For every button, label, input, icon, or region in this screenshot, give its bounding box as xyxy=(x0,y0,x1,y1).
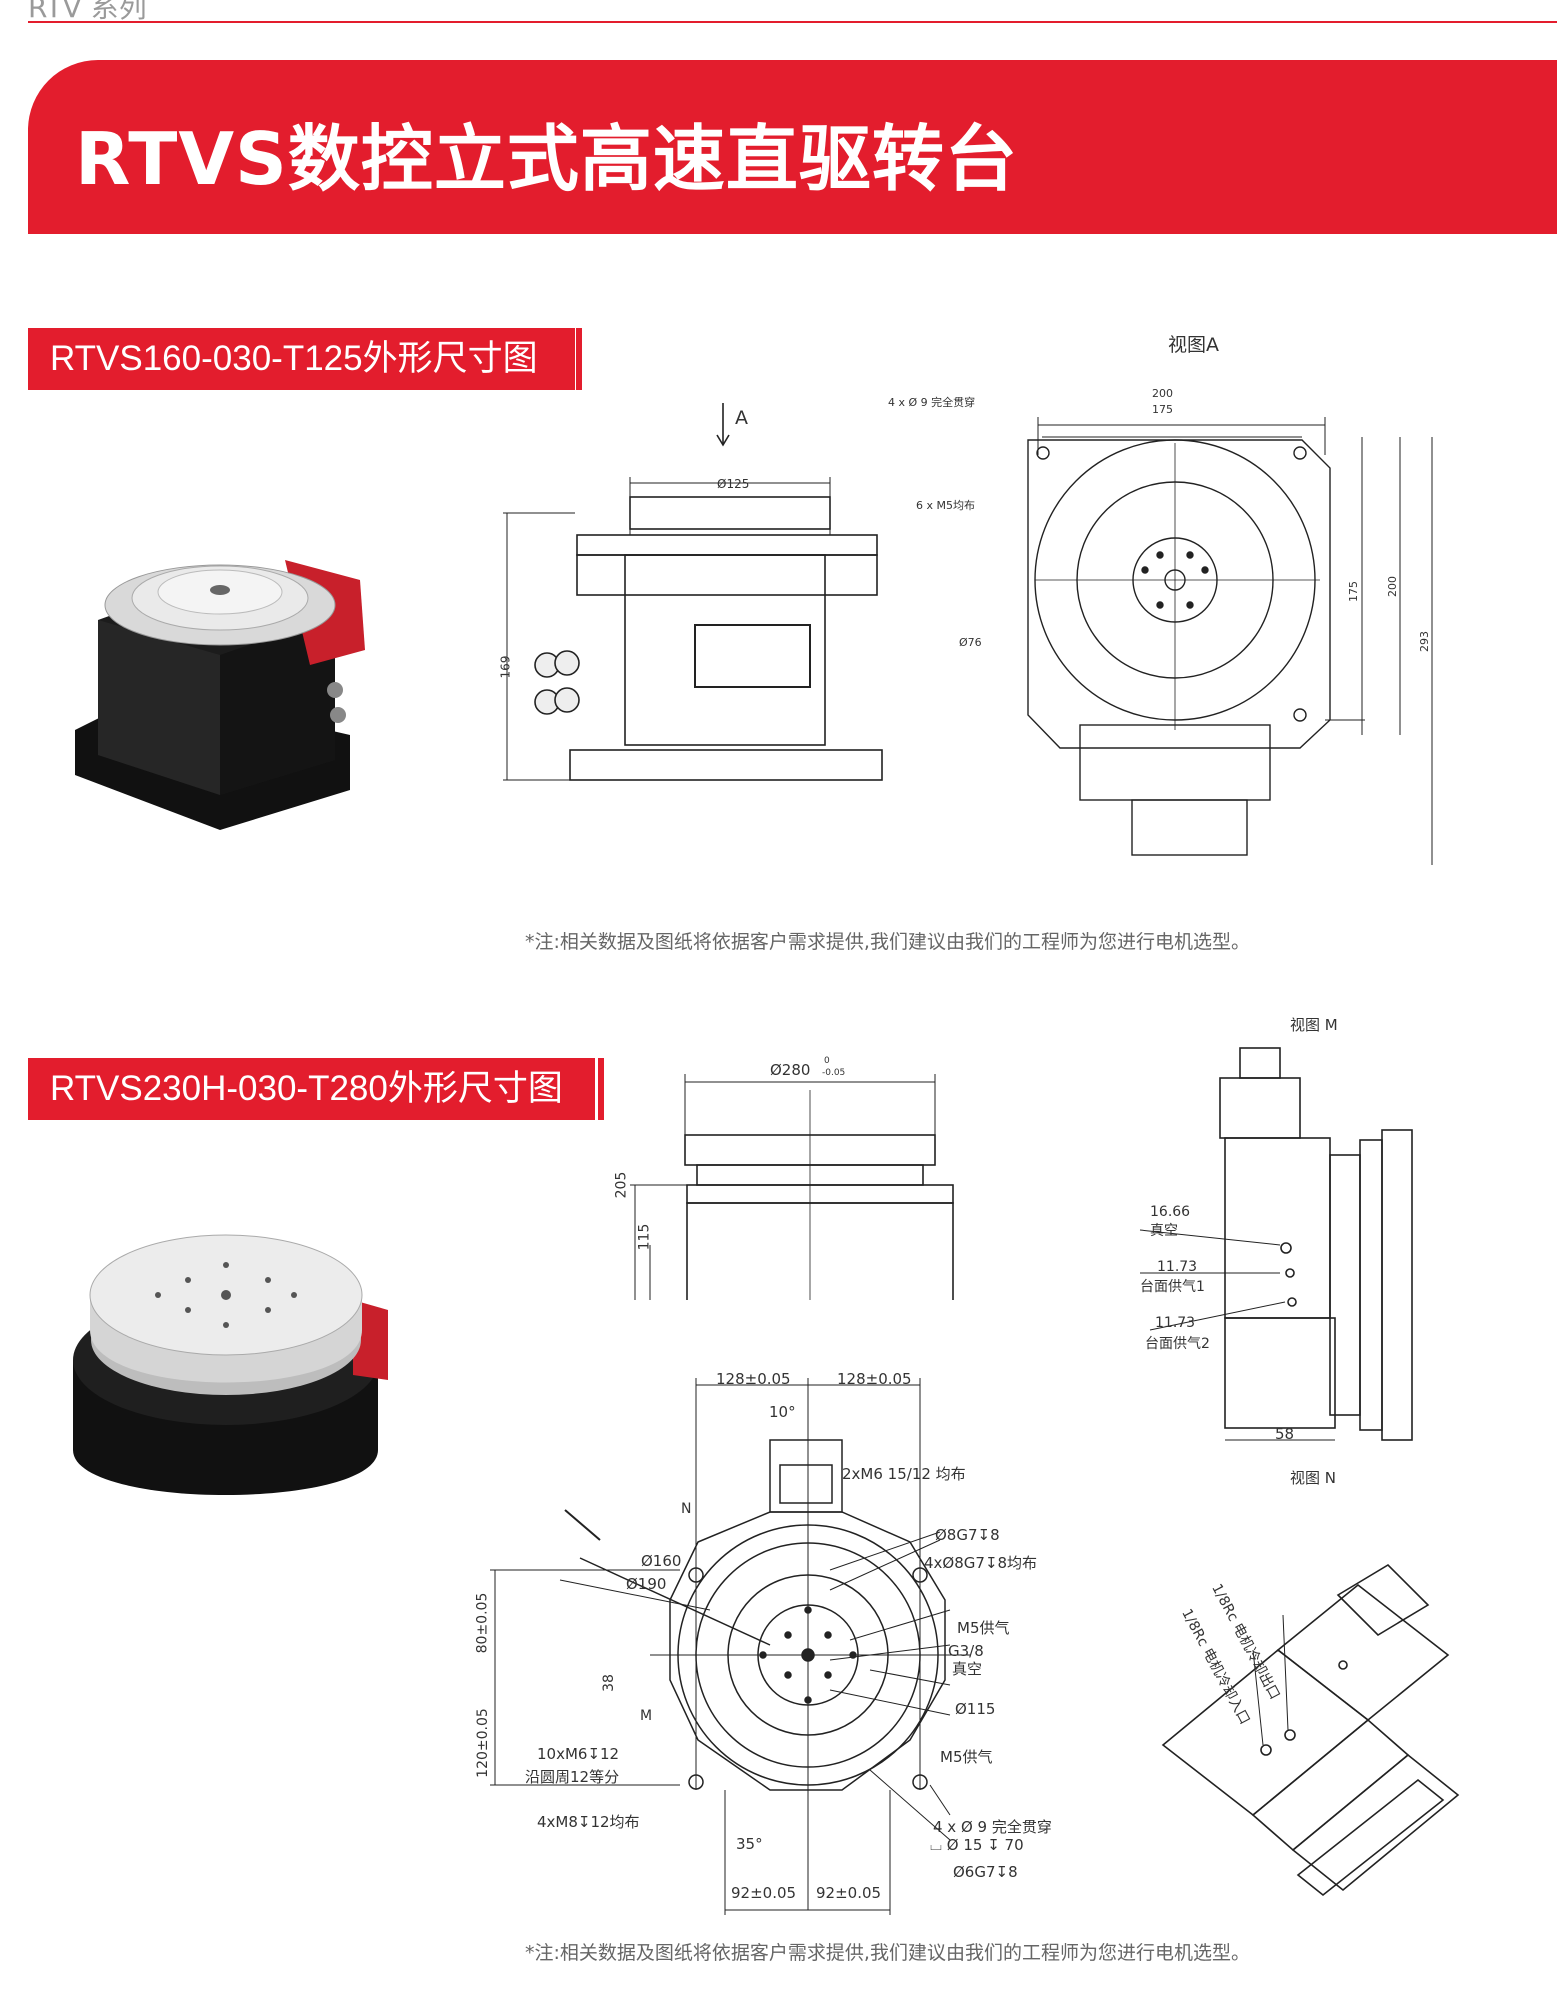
side-tol-upper: 0 xyxy=(824,1056,830,1066)
view-m-v3: 11.73 xyxy=(1155,1315,1196,1331)
section1-bar-1 xyxy=(564,328,570,390)
plan-dia8-1: Ø8G7↧8 xyxy=(935,1526,1000,1544)
top-dim-200: 200 xyxy=(1152,387,1173,400)
page-title: RTVS数控立式高速直驱转台 xyxy=(75,117,1018,201)
side-dia280: Ø280 xyxy=(770,1061,811,1079)
view-m-v2: 11.73 xyxy=(1157,1259,1198,1275)
plan-dia160: Ø160 xyxy=(641,1552,682,1570)
section2-bar-2 xyxy=(598,1058,604,1120)
title-banner xyxy=(28,60,1557,234)
section2-bar-1 xyxy=(586,1058,592,1120)
plan-left-80: 80±0.05 xyxy=(474,1592,491,1654)
front-view-drawing-rtvs160 xyxy=(503,403,883,781)
plan-m5-2: M5供气 xyxy=(940,1748,993,1766)
plan-bottom-left: 92±0.05 xyxy=(731,1884,797,1902)
plan-left-120: 120±0.05 xyxy=(474,1708,491,1778)
plan-angle35: 35° xyxy=(736,1835,763,1853)
top-dia76: Ø76 xyxy=(959,636,982,649)
view-n-drawing xyxy=(1161,1563,1460,1897)
side-h205: 205 xyxy=(613,1171,630,1199)
front-dim-top: Ø125 xyxy=(717,477,750,491)
view-m-v1: 16.66 xyxy=(1150,1204,1191,1220)
top-m5-note: 6 x M5均布 xyxy=(916,499,975,512)
view-m-v3-label: 台面供气2 xyxy=(1145,1336,1210,1352)
side-h115: 115 xyxy=(636,1223,653,1251)
side-tol-lower: -0.05 xyxy=(822,1068,846,1078)
plan-bottom-right: 92±0.05 xyxy=(816,1884,882,1902)
top-right-175: 175 xyxy=(1347,581,1360,602)
plan-angle10: 10° xyxy=(769,1403,796,1421)
top-right-293: 293 xyxy=(1418,631,1431,652)
plan-dim38: 38 xyxy=(600,1674,617,1692)
plan-m5-1: M5供气 xyxy=(957,1619,1010,1637)
product-photo-rtvs230h xyxy=(73,1234,388,1495)
plan-cbore: ⌴ Ø 15 ↧ 70 xyxy=(930,1836,1024,1854)
plan-m6-note: 2xM6 15/12 均布 xyxy=(842,1465,966,1483)
view-a-title: 视图A xyxy=(1168,334,1219,356)
plan-dia115: Ø115 xyxy=(955,1700,996,1718)
plan-g38-label: 真空 xyxy=(952,1660,983,1678)
view-m-v1-label: 真空 xyxy=(1150,1223,1178,1239)
view-m-w58: 58 xyxy=(1275,1425,1295,1443)
top-right-200: 200 xyxy=(1386,576,1399,597)
section1-bar-2 xyxy=(576,328,582,390)
plan-m8: 4xM8↧12均布 xyxy=(537,1813,640,1831)
plan-top-left: 128±0.05 xyxy=(716,1370,791,1388)
arrow-a-label: A xyxy=(735,407,748,429)
section1-title: RTVS160-030-T125外形尺寸图 xyxy=(28,328,575,390)
plan-n-label: N xyxy=(681,1501,692,1517)
top-hole-note: 4 x Ø 9 完全贯穿 xyxy=(888,396,976,409)
plan-dia190: Ø190 xyxy=(626,1575,667,1593)
view-m-v2-label: 台面供气1 xyxy=(1140,1279,1205,1295)
series-label: RTV 系列 xyxy=(28,0,147,24)
top-view-drawing-rtvs160 xyxy=(1027,417,1433,865)
plan-m-label: M xyxy=(640,1708,653,1724)
header-divider xyxy=(28,21,1557,23)
plan-dia6: Ø6G7↧8 xyxy=(953,1863,1018,1881)
plan-m6x10: 10xM6↧12 xyxy=(537,1745,620,1763)
view-m-drawing xyxy=(1139,1047,1413,1441)
side-view-drawing-rtvs230h xyxy=(630,1074,954,1300)
plan-m6x10-note: 沿圆周12等分 xyxy=(525,1768,620,1786)
plan-g38: G3/8 xyxy=(948,1642,984,1660)
section2-note: *注:相关数据及图纸将依据客户需求提供,我们建议由我们的工程师为您进行电机选型。 xyxy=(525,1942,1250,1964)
plan-dia8-4: 4xØ8G7↧8均布 xyxy=(924,1554,1038,1572)
front-dim-height: 169 xyxy=(498,655,513,679)
plan-top-right: 128±0.05 xyxy=(837,1370,912,1388)
view-m-title: 视图 M xyxy=(1290,1016,1338,1034)
top-dim-175: 175 xyxy=(1152,403,1173,416)
plan-hole4: 4 x Ø 9 完全贯穿 xyxy=(933,1818,1052,1836)
view-n-title: 视图 N xyxy=(1290,1469,1336,1487)
section1-note: *注:相关数据及图纸将依据客户需求提供,我们建议由我们的工程师为您进行电机选型。 xyxy=(525,931,1250,953)
section2-title: RTVS230H-030-T280外形尺寸图 xyxy=(28,1058,595,1120)
plan-view-drawing-rtvs230h xyxy=(490,1378,970,1915)
product-photo-rtvs160 xyxy=(75,560,365,830)
